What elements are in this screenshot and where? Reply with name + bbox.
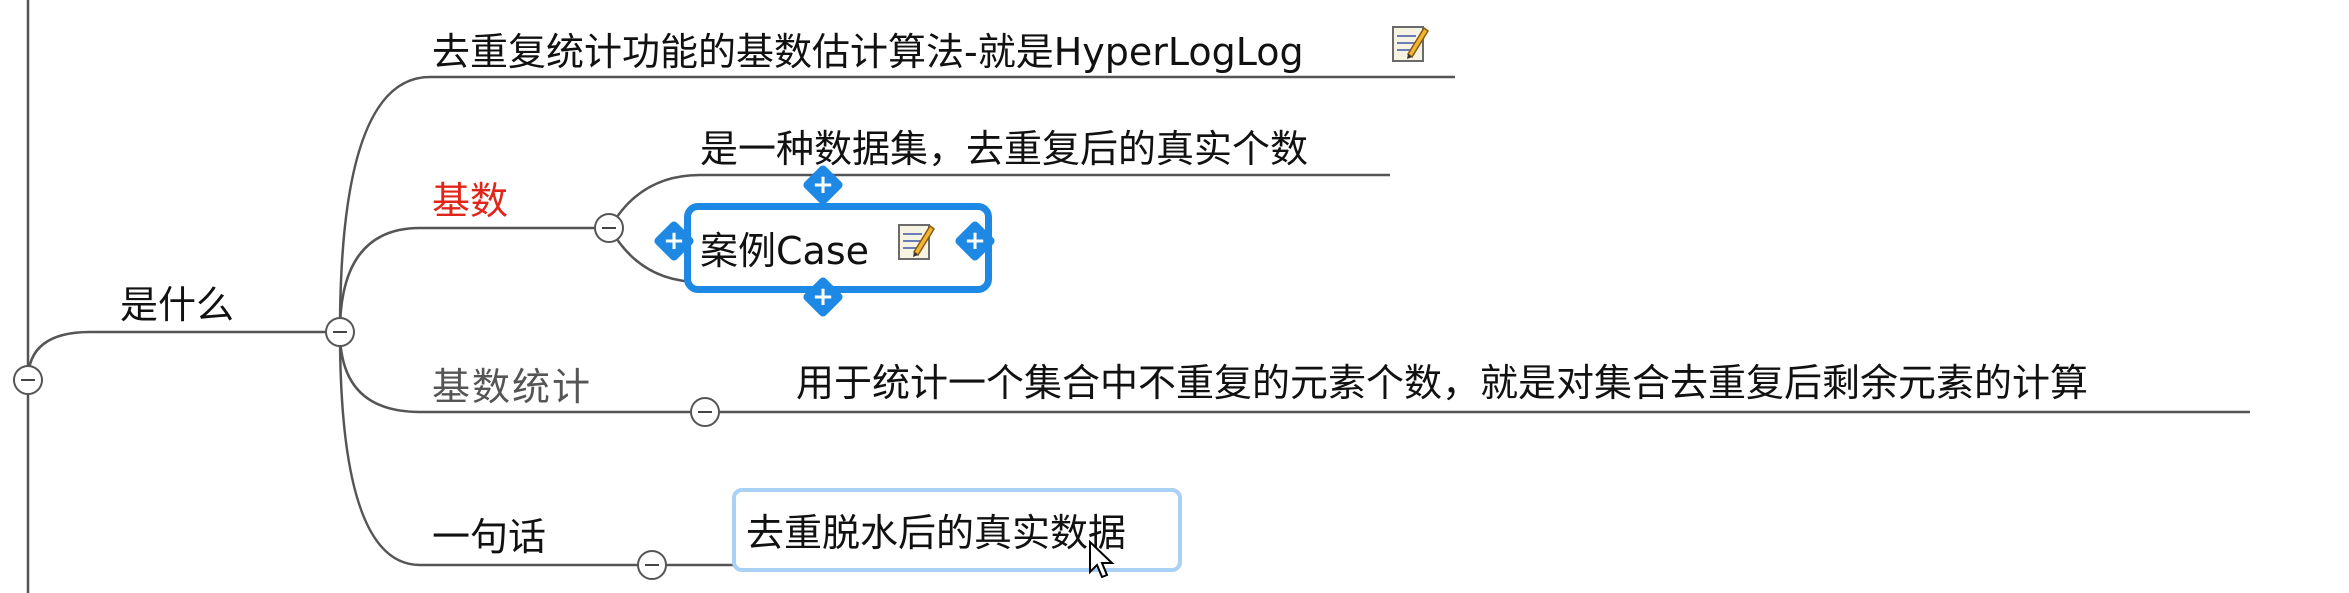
root-connector xyxy=(26,330,340,381)
branch-counting-connector xyxy=(338,331,705,414)
branch-algo-connector xyxy=(338,75,1455,333)
topic-counting-description[interactable]: 用于统计一个集合中不重复的元素个数，就是对集合去重复后剩余元素的计算 xyxy=(796,361,2089,405)
topic-summary-child[interactable]: 去重脱水后的真实数据 xyxy=(746,511,1127,555)
topic-case[interactable]: 案例Case xyxy=(700,229,869,273)
root-collapse-button[interactable] xyxy=(13,365,43,395)
topic-one-sentence[interactable]: 一句话 xyxy=(432,515,547,559)
topic-cardinality-definition[interactable]: 是一种数据集，去重复后的真实个数 xyxy=(700,127,1309,171)
branch-cardinality-connector xyxy=(338,226,610,333)
cardinality-collapse-button[interactable] xyxy=(594,213,624,243)
topic-cardinality[interactable]: 基数 xyxy=(432,179,509,223)
topic-what-is[interactable]: 是什么 xyxy=(120,283,235,327)
topic-cardinality-counting[interactable]: 基数统计 xyxy=(432,365,593,409)
counting-collapse-button[interactable] xyxy=(690,397,720,427)
add-topic-bottom-handle[interactable]: + xyxy=(801,275,845,319)
note-pencil-icon[interactable] xyxy=(1390,22,1430,64)
mouse-cursor-icon xyxy=(1089,540,1115,579)
add-topic-top-handle[interactable]: + xyxy=(801,163,845,207)
note-pencil-icon[interactable] xyxy=(896,220,936,262)
summary-child-focus-box[interactable] xyxy=(732,488,1182,572)
branch-summary-connector xyxy=(338,331,652,567)
what-collapse-button[interactable] xyxy=(325,317,355,347)
add-topic-left-handle[interactable]: + xyxy=(652,219,696,263)
add-topic-right-handle[interactable]: + xyxy=(953,219,997,263)
topic-algorithm[interactable]: 去重复统计功能的基数估计算法-就是HyperLogLog xyxy=(432,30,1304,74)
summary-collapse-button[interactable] xyxy=(637,550,667,580)
